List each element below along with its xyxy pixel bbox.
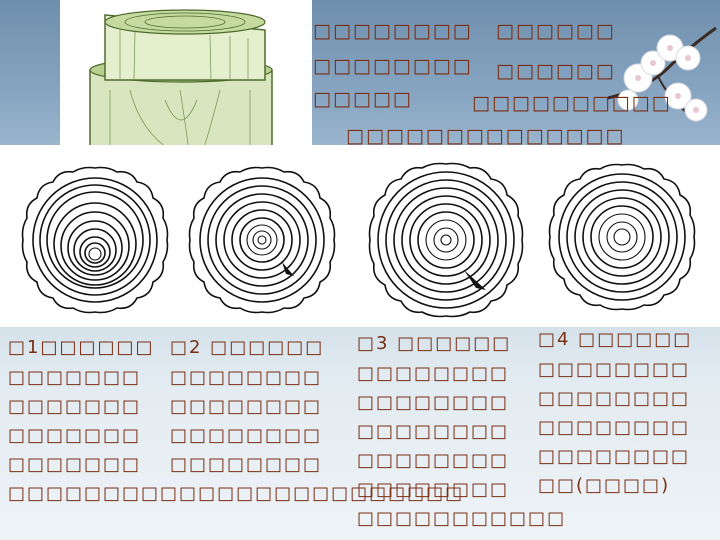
tree-rings-1 — [21, 166, 169, 314]
tree-rings-3 — [368, 162, 524, 318]
caption-4-line-6: □□(□□□□) — [538, 475, 671, 496]
caption-4-line-4: □□□□□□□□ — [538, 417, 691, 438]
cherry-blossom-branch — [607, 26, 717, 122]
tree-rings-figures — [21, 162, 696, 318]
log-block-image — [60, 0, 312, 160]
caption-2-line-5: □□□□□□□□ — [170, 454, 323, 475]
header-line-5: □□□□□ — [313, 88, 413, 110]
caption-4-line-2: □□□□□□□□ — [538, 359, 691, 380]
caption-1-line-2: □□□□□□□ — [8, 367, 142, 388]
caption-4-line-1: □4 □□□□□□ — [538, 329, 693, 350]
caption-shared-bottom-line: □□□□□□□□□□□□□□□□□□□□□□□□ — [8, 483, 465, 504]
caption-3-line-3: □□□□□□□□ — [357, 392, 510, 413]
caption-1-line-4: □□□□□□□ — [8, 425, 142, 446]
caption-4-line-3: □□□□□□□□ — [538, 388, 691, 409]
caption-1-line-5: □□□□□□□ — [8, 454, 142, 475]
caption-2-line-2: □□□□□□□□ — [170, 367, 323, 388]
header-line-2: □□□□□□ — [496, 20, 616, 42]
header-line-3: □□□□□□□□ — [313, 55, 473, 77]
tree-rings-2 — [188, 166, 336, 314]
caption-1-line-1: □1□□□□□□ — [8, 337, 155, 358]
caption-4-line-5: □□□□□□□□ — [538, 446, 691, 467]
header-line-6: □□□□□□□□□□ — [472, 92, 672, 114]
caption-2-line-3: □□□□□□□□ — [170, 396, 323, 417]
caption-3-line-6: □□□□□□□□ — [357, 479, 510, 500]
log-cross-section-illustration — [89, 9, 273, 160]
caption-3-line-1: □3 □□□□□□ — [357, 333, 512, 354]
header-line-7: □□□□□□□□□□□□□□ — [346, 125, 626, 147]
caption-3-line-7: □□□□□□□□□□□ — [357, 508, 567, 529]
tree-rings-4 — [548, 163, 696, 311]
header-line-1: □□□□□□□□ — [313, 20, 473, 42]
caption-3-line-5: □□□□□□□□ — [357, 450, 510, 471]
caption-2-line-4: □□□□□□□□ — [170, 425, 323, 446]
caption-2-line-1: □2 □□□□□□ — [170, 337, 325, 358]
caption-3-line-2: □□□□□□□□ — [357, 363, 510, 384]
caption-1-line-3: □□□□□□□ — [8, 396, 142, 417]
caption-3-line-4: □□□□□□□□ — [357, 421, 510, 442]
header-line-4: □□□□□□ — [496, 60, 616, 82]
